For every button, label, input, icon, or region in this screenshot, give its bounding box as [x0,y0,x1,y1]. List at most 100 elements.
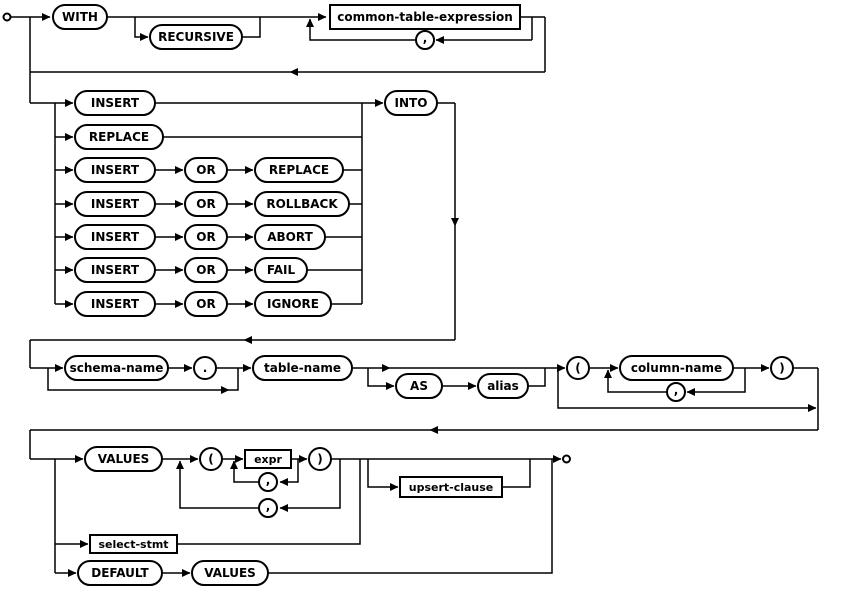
connector-lines-shape [229,368,239,391]
keyword-or-2: OR [184,191,228,217]
keyword-values-2-shape [191,560,269,586]
end-terminal-icon-shape [562,454,571,464]
connector-lines-shape [279,459,299,486]
literal-lparen-values-shape: ( [208,452,213,466]
nonterminal-select-stmt-shape[interactable]: select-stmt [98,538,168,551]
keyword-or-4-shape [184,257,228,283]
keyword-or-fail-shape: FAIL [267,263,296,277]
keyword-or-5: OR [184,291,228,317]
nonterminal-expr-shape[interactable] [244,449,292,469]
keyword-or-3-shape: OR [196,230,215,244]
keyword-or-5-shape: OR [196,297,215,311]
keyword-insert-2-shape: INSERT [91,163,140,177]
literal-comma-cte-loop: , [415,30,435,50]
keyword-or-1-shape: OR [196,163,215,177]
literal-lparen-values: ( [199,447,223,471]
keyword-insert-6: INSERT [74,291,156,317]
keyword-insert-2: INSERT [74,157,156,183]
nonterminal-upsert-clause[interactable]: upsert-clause [399,476,503,498]
keyword-default-shape: DEFAULT [91,566,149,580]
keyword-values-2: VALUES [191,560,269,586]
keyword-default: DEFAULT [77,560,163,586]
literal-comma-rows-loop: , [258,498,278,518]
name-table-name-shape [252,355,353,381]
keyword-replace-only-shape [74,124,164,150]
keyword-into-shape [384,90,438,116]
keyword-into-shape: INTO [395,96,428,110]
keyword-or-fail: FAIL [254,257,308,283]
name-schema-name: schema-name [64,355,169,381]
literal-rparen-values-shape [308,447,332,471]
connector-lines-shape [367,459,399,491]
literal-comma-columns-loop: , [666,382,686,402]
nonterminal-common-table-expression-shape[interactable]: common-table-expression [337,10,513,24]
keyword-or-ignore-shape [254,291,332,317]
keyword-or-abort-shape [254,224,326,250]
keyword-or-2-shape: OR [196,197,215,211]
connector-lines [10,13,819,577]
keyword-insert-3-shape: INSERT [91,197,140,211]
keyword-recursive-shape [149,24,243,50]
literal-rparen-values: ) [308,447,332,471]
nonterminal-select-stmt[interactable]: select-stmt [89,534,178,554]
keyword-insert-5-shape [74,257,156,283]
keyword-with-shape: WITH [62,10,98,24]
name-column-name-shape [619,355,734,381]
keyword-or-abort-shape: ABORT [267,230,313,244]
name-table-name-shape: table-name [264,361,341,375]
keyword-or-ignore-shape: IGNORE [267,297,319,311]
keyword-or-replace: REPLACE [254,157,344,183]
keyword-as-shape: AS [410,379,428,393]
connector-lines-shape [367,368,395,390]
name-schema-name-shape: schema-name [70,361,164,375]
keyword-insert-6-shape [74,291,156,317]
nonterminal-upsert-clause-shape[interactable]: upsert-clause [409,481,494,494]
keyword-insert-2-shape [74,157,156,183]
name-schema-name-shape [64,355,169,381]
keyword-replace-only-shape: REPLACE [89,130,149,144]
nonterminal-upsert-clause-shape[interactable] [399,476,503,498]
keyword-insert-4-shape [74,224,156,250]
nonterminal-common-table-expression[interactable]: common-table-expression [329,4,521,30]
literal-comma-rows-loop-shape: , [266,499,271,513]
nonterminal-expr[interactable]: expr [244,449,292,469]
keyword-or-3: OR [184,224,228,250]
keyword-or-rollback-shape [254,191,350,217]
name-column-name-shape: column-name [631,361,722,375]
keyword-values-1-shape [84,446,163,472]
literal-dot-shape: . [203,361,208,375]
nonterminal-expr-shape[interactable]: expr [254,453,282,466]
keyword-insert-6-shape: INSERT [91,297,140,311]
keyword-or-1: OR [184,157,228,183]
keyword-default-shape [77,560,163,586]
keyword-or-4: OR [184,257,228,283]
keyword-insert-4-shape: INSERT [91,230,140,244]
literal-rparen-columns-shape [770,356,794,380]
name-column-name: column-name [619,355,734,381]
keyword-insert-5-shape: INSERT [91,263,140,277]
keyword-values-1: VALUES [84,446,163,472]
literal-comma-expr-loop-shape [258,472,278,492]
literal-comma-cte-loop-shape: , [423,31,428,45]
keyword-or-4-shape: OR [196,263,215,277]
literal-lparen-values-shape [199,447,223,471]
keyword-insert-1-shape [74,90,156,116]
literal-rparen-values-shape: ) [317,452,322,466]
nonterminal-common-table-expression-shape[interactable] [329,4,521,30]
keyword-replace-only: REPLACE [74,124,164,150]
keyword-or-2-shape [184,191,228,217]
literal-rparen-columns: ) [770,356,794,380]
keyword-or-rollback-shape: ROLLBACK [266,197,338,211]
keyword-into: INTO [384,90,438,116]
connector-lines-shape [176,460,259,509]
connector-lines-shape [47,368,230,394]
nonterminal-select-stmt-shape[interactable] [89,534,178,554]
keyword-or-ignore: IGNORE [254,291,332,317]
keyword-with-shape [52,4,108,30]
keyword-or-3-shape [184,224,228,250]
keyword-or-1-shape [184,157,228,183]
literal-comma-columns-loop-shape: , [674,383,679,397]
keyword-insert-3: INSERT [74,191,156,217]
literal-comma-expr-loop-shape: , [266,473,271,487]
